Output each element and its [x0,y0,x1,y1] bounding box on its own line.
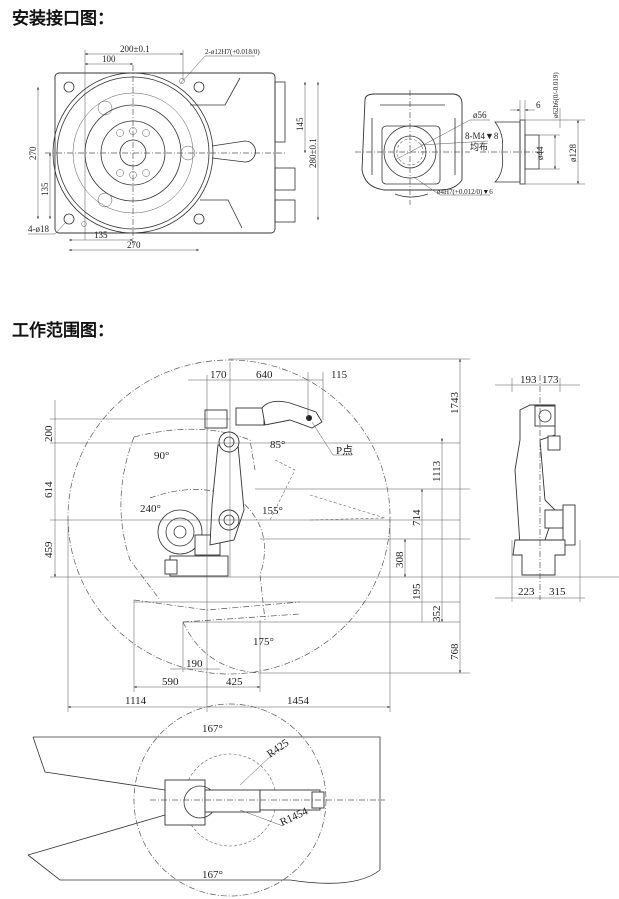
base-mount-drawing: 200±0.1 100 2-ø12H7(+0.018/0) 270 135 14… [28,44,319,251]
dim-280: 280±0.1 [308,138,318,168]
dim-190: 190 [186,658,203,670]
dim-193: 193 [520,374,537,386]
dim-173: 173 [542,374,559,386]
holes-label: 4-ø18 [28,224,49,234]
dim-590: 590 [162,676,179,688]
dim-459: 459 [43,541,55,558]
flange-d128: ø128 [568,144,578,163]
dim-768: 768 [449,643,461,660]
flange-d62: ø62h6(0/-0.019) [552,72,560,118]
dim-1113: 1113 [431,460,443,482]
flange-pin: ø4H7(+0.012/0)▼6 [437,188,493,196]
dim-135-vertical: 135 [40,182,50,196]
angle-155: 155° [262,505,283,517]
work-range-heading: 工作范围图： [12,321,114,341]
work-range-side-view: 170 640 115 1743 1113 714 308 195 352 76… [43,358,619,712]
flange-d6: 6 [536,100,541,110]
dim-352: 352 [431,606,443,623]
p-point-label: P点 [336,444,353,457]
dim-145: 145 [295,117,305,131]
dim-1743: 1743 [449,392,461,415]
radius-425: R425 [265,737,292,761]
dim-270-horizontal: 270 [127,240,141,250]
dim-308: 308 [394,551,406,568]
flange-thread: 8-M4▼8 [465,131,499,141]
angle-240: 240° [140,503,161,515]
dim-200: 200±0.1 [120,44,150,54]
angle-85: 85° [270,439,285,451]
dim-100: 100 [102,54,116,64]
dim-714: 714 [411,509,423,526]
dim-614: 614 [43,481,55,498]
flange-drawing: ø56 8-M4▼8 均布 ø4H7(+0.012/0)▼6 6 ø62h6(0… [355,72,585,205]
dim-223: 223 [518,586,535,598]
dim-640: 640 [256,369,273,381]
flange-evenly-spaced: 均布 [470,141,488,152]
pin-hole-label: 2-ø12H7(+0.018/0) [205,48,260,56]
flange-d56: ø56 [473,110,487,120]
install-interface-heading: 安装接口图： [12,9,114,29]
dim-315: 315 [549,586,566,598]
work-range-top-view: 167° 167° R425 R1454 [27,703,385,897]
dim-1114: 1114 [125,695,147,707]
angle-167-top: 167° [202,723,223,735]
dim-200: 200 [43,425,55,442]
flange-d44: ø44 [535,146,545,160]
angle-175: 175° [253,636,274,648]
dim-425: 425 [226,676,243,688]
angle-90: 90° [154,450,169,462]
dim-115: 115 [331,369,348,381]
dim-135-horizontal: 135 [94,230,108,240]
dim-170: 170 [210,369,227,381]
dim-270-vertical: 270 [28,146,38,160]
work-range-front-view: 193 173 223 315 [495,374,585,602]
angle-167-bottom: 167° [202,869,223,881]
dim-195: 195 [411,583,423,600]
dim-1454: 1454 [287,695,310,707]
